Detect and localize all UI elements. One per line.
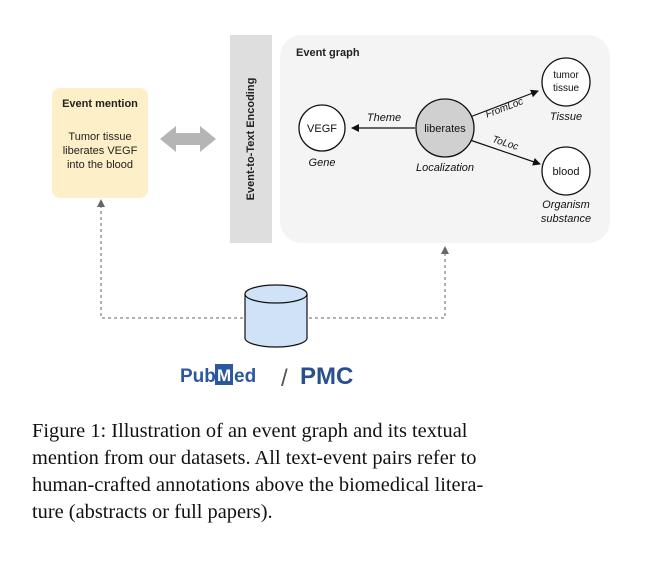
node-liberates-label: liberates xyxy=(424,123,466,135)
node-blood xyxy=(541,146,591,196)
node-tumor-tissue-label-1: tumor xyxy=(553,70,579,81)
event-graph-title: Event graph xyxy=(296,47,360,59)
node-tumor-tissue-type: Tissue xyxy=(550,111,582,123)
dashed-connector-left xyxy=(97,199,243,319)
dashed-connector-right xyxy=(309,246,449,319)
event-mention-box: Event mention Tumor tissue liberates VEG… xyxy=(52,88,148,198)
caption-line-3: human-crafted annotations above the biom… xyxy=(32,474,484,496)
pubmed-logo: Pub M ed xyxy=(180,364,256,387)
edge-label-theme: Theme xyxy=(367,112,401,124)
node-blood-label: blood xyxy=(553,166,580,178)
node-vegf-label: VEGF xyxy=(307,123,337,135)
mention-line-1: Tumor tissue xyxy=(68,131,132,143)
mention-line-2: liberates VEGF xyxy=(62,145,138,157)
node-vegf-type: Gene xyxy=(309,157,336,169)
figure-caption: Figure 1: Illustration of an event graph… xyxy=(32,418,628,526)
database-icon xyxy=(244,284,308,348)
node-liberates-type: Localization xyxy=(416,162,474,174)
node-tumor-tissue-label-2: tissue xyxy=(553,83,580,94)
mention-line-3: into the blood xyxy=(66,159,134,171)
event-mention-title: Event mention xyxy=(62,98,138,110)
edge-fromloc xyxy=(469,89,539,118)
caption-line-4: ture (abstracts or full papers). xyxy=(32,501,273,523)
edge-toloc xyxy=(469,139,541,166)
svg-text:ed: ed xyxy=(234,366,256,387)
svg-text:PMC: PMC xyxy=(300,363,353,390)
bidirectional-arrow-icon xyxy=(160,126,216,152)
node-blood-type-2: substance xyxy=(541,213,591,225)
encoding-bar xyxy=(230,35,272,243)
pmc-logo: PMC xyxy=(300,363,353,390)
node-tumor-tissue xyxy=(541,57,591,107)
svg-text:M: M xyxy=(217,366,231,385)
node-liberates xyxy=(415,98,475,158)
svg-text:Pub: Pub xyxy=(180,366,216,387)
source-separator: / xyxy=(281,365,288,392)
edge-label-toloc: ToLoc xyxy=(491,134,520,153)
edge-label-fromloc: FromLoc xyxy=(484,96,525,120)
caption-line-2: mention from our datasets. All text-even… xyxy=(32,447,477,469)
event-mention-text: Tumor tissue liberates VEGF into the blo… xyxy=(56,130,144,172)
node-blood-type-1: Organism xyxy=(542,199,590,211)
node-vegf xyxy=(298,104,346,152)
caption-line-1: Figure 1: Illustration of an event graph… xyxy=(32,420,468,442)
